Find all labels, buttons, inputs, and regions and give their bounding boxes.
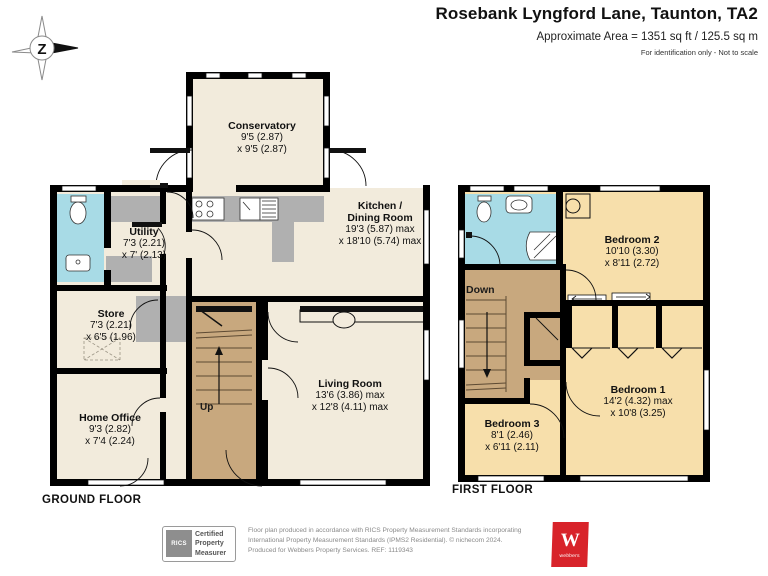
room-dim-1: 9'5 (2.87) <box>241 132 283 144</box>
certified-line-2: Property <box>195 540 224 548</box>
stair-up-label: Up <box>200 402 214 413</box>
room-label-utility: Utility 7'3 (2.21) x 7' (2.13) <box>96 226 192 261</box>
room-name: Conservatory <box>228 120 296 132</box>
first-wc-icon <box>476 195 492 223</box>
room-name: Kitchen / <box>357 200 403 212</box>
room-label-bedroom-2: Bedroom 2 10'10 (3.30) x 8'11 (2.72) <box>570 234 694 269</box>
room-label-bedroom-3: Bedroom 3 8'1 (2.46) x 6'11 (2.11) <box>462 418 562 453</box>
wc-icon <box>69 195 87 225</box>
rics-logo-icon: RICS <box>166 530 192 557</box>
room-dim-2: x 6'5 (1.96) <box>86 331 136 343</box>
disclaimer-note: For identification only - Not to scale <box>640 48 758 57</box>
compass-rose-icon: Z <box>8 12 86 84</box>
room-dim-2: x 7' (2.13) <box>121 249 167 261</box>
first-door-leafs <box>466 232 472 238</box>
room-dim-1: 7'3 (2.21) <box>90 320 132 332</box>
rics-certified-badge: RICS Certified Property Measurer <box>162 526 236 562</box>
certified-line-1: Certified <box>195 531 224 538</box>
footer: RICS Certified Property Measurer Floor p… <box>162 522 612 568</box>
header: Rosebank Lyngford Lane, Taunton, TA2 App… <box>435 4 758 57</box>
conservatory-glazing <box>187 73 329 178</box>
room-name: Bedroom 2 <box>604 234 660 246</box>
room-dim-2: x 12'8 (4.11) max <box>311 401 389 413</box>
room-dim-1: 13'6 (3.86) max <box>315 390 385 402</box>
ground-windows <box>61 185 430 486</box>
ground-stair-direction-arrow <box>215 346 223 404</box>
certified-line-3: Measurer <box>195 549 227 557</box>
stair-down-label: Down <box>466 284 495 296</box>
room-dim-2: x 6'11 (2.11) <box>485 441 539 453</box>
room-dim-1: 14'2 (4.32) max <box>603 396 673 408</box>
hob-icon <box>191 197 225 221</box>
webbers-wordmark: webbers <box>559 552 580 559</box>
footer-line-3: Produced for Webbers Property Services. … <box>248 547 413 555</box>
room-name: Bedroom 3 <box>484 418 540 430</box>
first-floor-plan <box>458 185 710 482</box>
store-hatch <box>83 337 121 361</box>
bedroom2-fitment <box>565 193 591 219</box>
page-title: Rosebank Lyngford Lane, Taunton, TA2 <box>435 4 758 23</box>
ground-floor-caption: GROUND FLOOR <box>42 494 142 506</box>
footer-line-1: Floor plan produced in accordance with R… <box>248 527 522 534</box>
room-dim-1: 9'3 (2.82) <box>89 424 131 436</box>
shower-icon <box>525 231 559 261</box>
room-name-2: Dining Room <box>347 212 413 225</box>
room-label-living-room: Living Room 13'6 (3.86) max x 12'8 (4.11… <box>282 378 418 413</box>
room-name: Living Room <box>318 378 382 390</box>
wardrobe-doors <box>571 347 683 359</box>
room-dim-2: x 7'4 (2.24) <box>85 435 135 447</box>
room-label-conservatory: Conservatory 9'5 (2.87) x 9'5 (2.87) <box>198 120 326 155</box>
basin-icon <box>65 254 91 272</box>
room-dim-2: x 10'8 (3.25) <box>610 407 666 419</box>
room-dim-2: x 9'5 (2.87) <box>237 143 287 155</box>
first-floor-caption: FIRST FLOOR <box>452 484 534 496</box>
first-stair-direction-arrow <box>483 312 491 378</box>
first-door-swings <box>469 235 601 439</box>
room-dim-2: x 8'11 (2.72) <box>604 257 660 269</box>
understair-door <box>196 306 252 327</box>
room-name: Home Office <box>79 412 141 424</box>
room-label-bedroom-1: Bedroom 1 14'2 (4.32) max x 10'8 (3.25) <box>570 384 706 419</box>
first-basin-icon <box>505 195 533 214</box>
room-label-kitchen-dining: Kitchen / Dining Room 19'3 (5.87) max x … <box>302 200 458 248</box>
room-label-store: Store 7'3 (2.21) x 6'5 (1.96) <box>58 308 164 343</box>
webbers-initial: W <box>560 529 581 551</box>
room-dim-2: x 18'10 (5.74) max <box>338 235 422 247</box>
room-name: Bedroom 1 <box>610 384 666 396</box>
webbers-logo: W webbers <box>551 522 589 567</box>
footer-line-2: International Property Measurement Stand… <box>248 537 503 545</box>
room-name: Store <box>97 308 125 320</box>
room-dim-1: 7'3 (2.21) <box>123 238 165 250</box>
certified-property-measurer-text: Certified Property Measurer <box>195 530 226 558</box>
approximate-area: Approximate Area = 1351 sq ft / 125.5 sq… <box>536 31 758 43</box>
first-staircase <box>465 296 507 392</box>
room-dim-1: 10'10 (3.30) <box>605 246 659 258</box>
room-dim-1: 8'1 (2.46) <box>491 430 533 442</box>
ground-staircase <box>195 329 253 405</box>
room-name: Utility <box>129 226 159 238</box>
ground-door-leafs <box>122 148 366 227</box>
kitchen-sink-icon <box>239 197 279 221</box>
rics-logo-text: RICS <box>171 540 187 547</box>
compass-letter: Z <box>37 41 46 58</box>
first-windows <box>458 185 710 482</box>
footer-disclaimer: Floor plan produced in accordance with R… <box>248 526 521 557</box>
ground-floor-plan <box>50 72 430 487</box>
room-label-home-office: Home Office 9'3 (2.82) x 7'4 (2.24) <box>54 412 166 447</box>
room-dim-1: 19'3 (5.87) max <box>345 224 415 236</box>
